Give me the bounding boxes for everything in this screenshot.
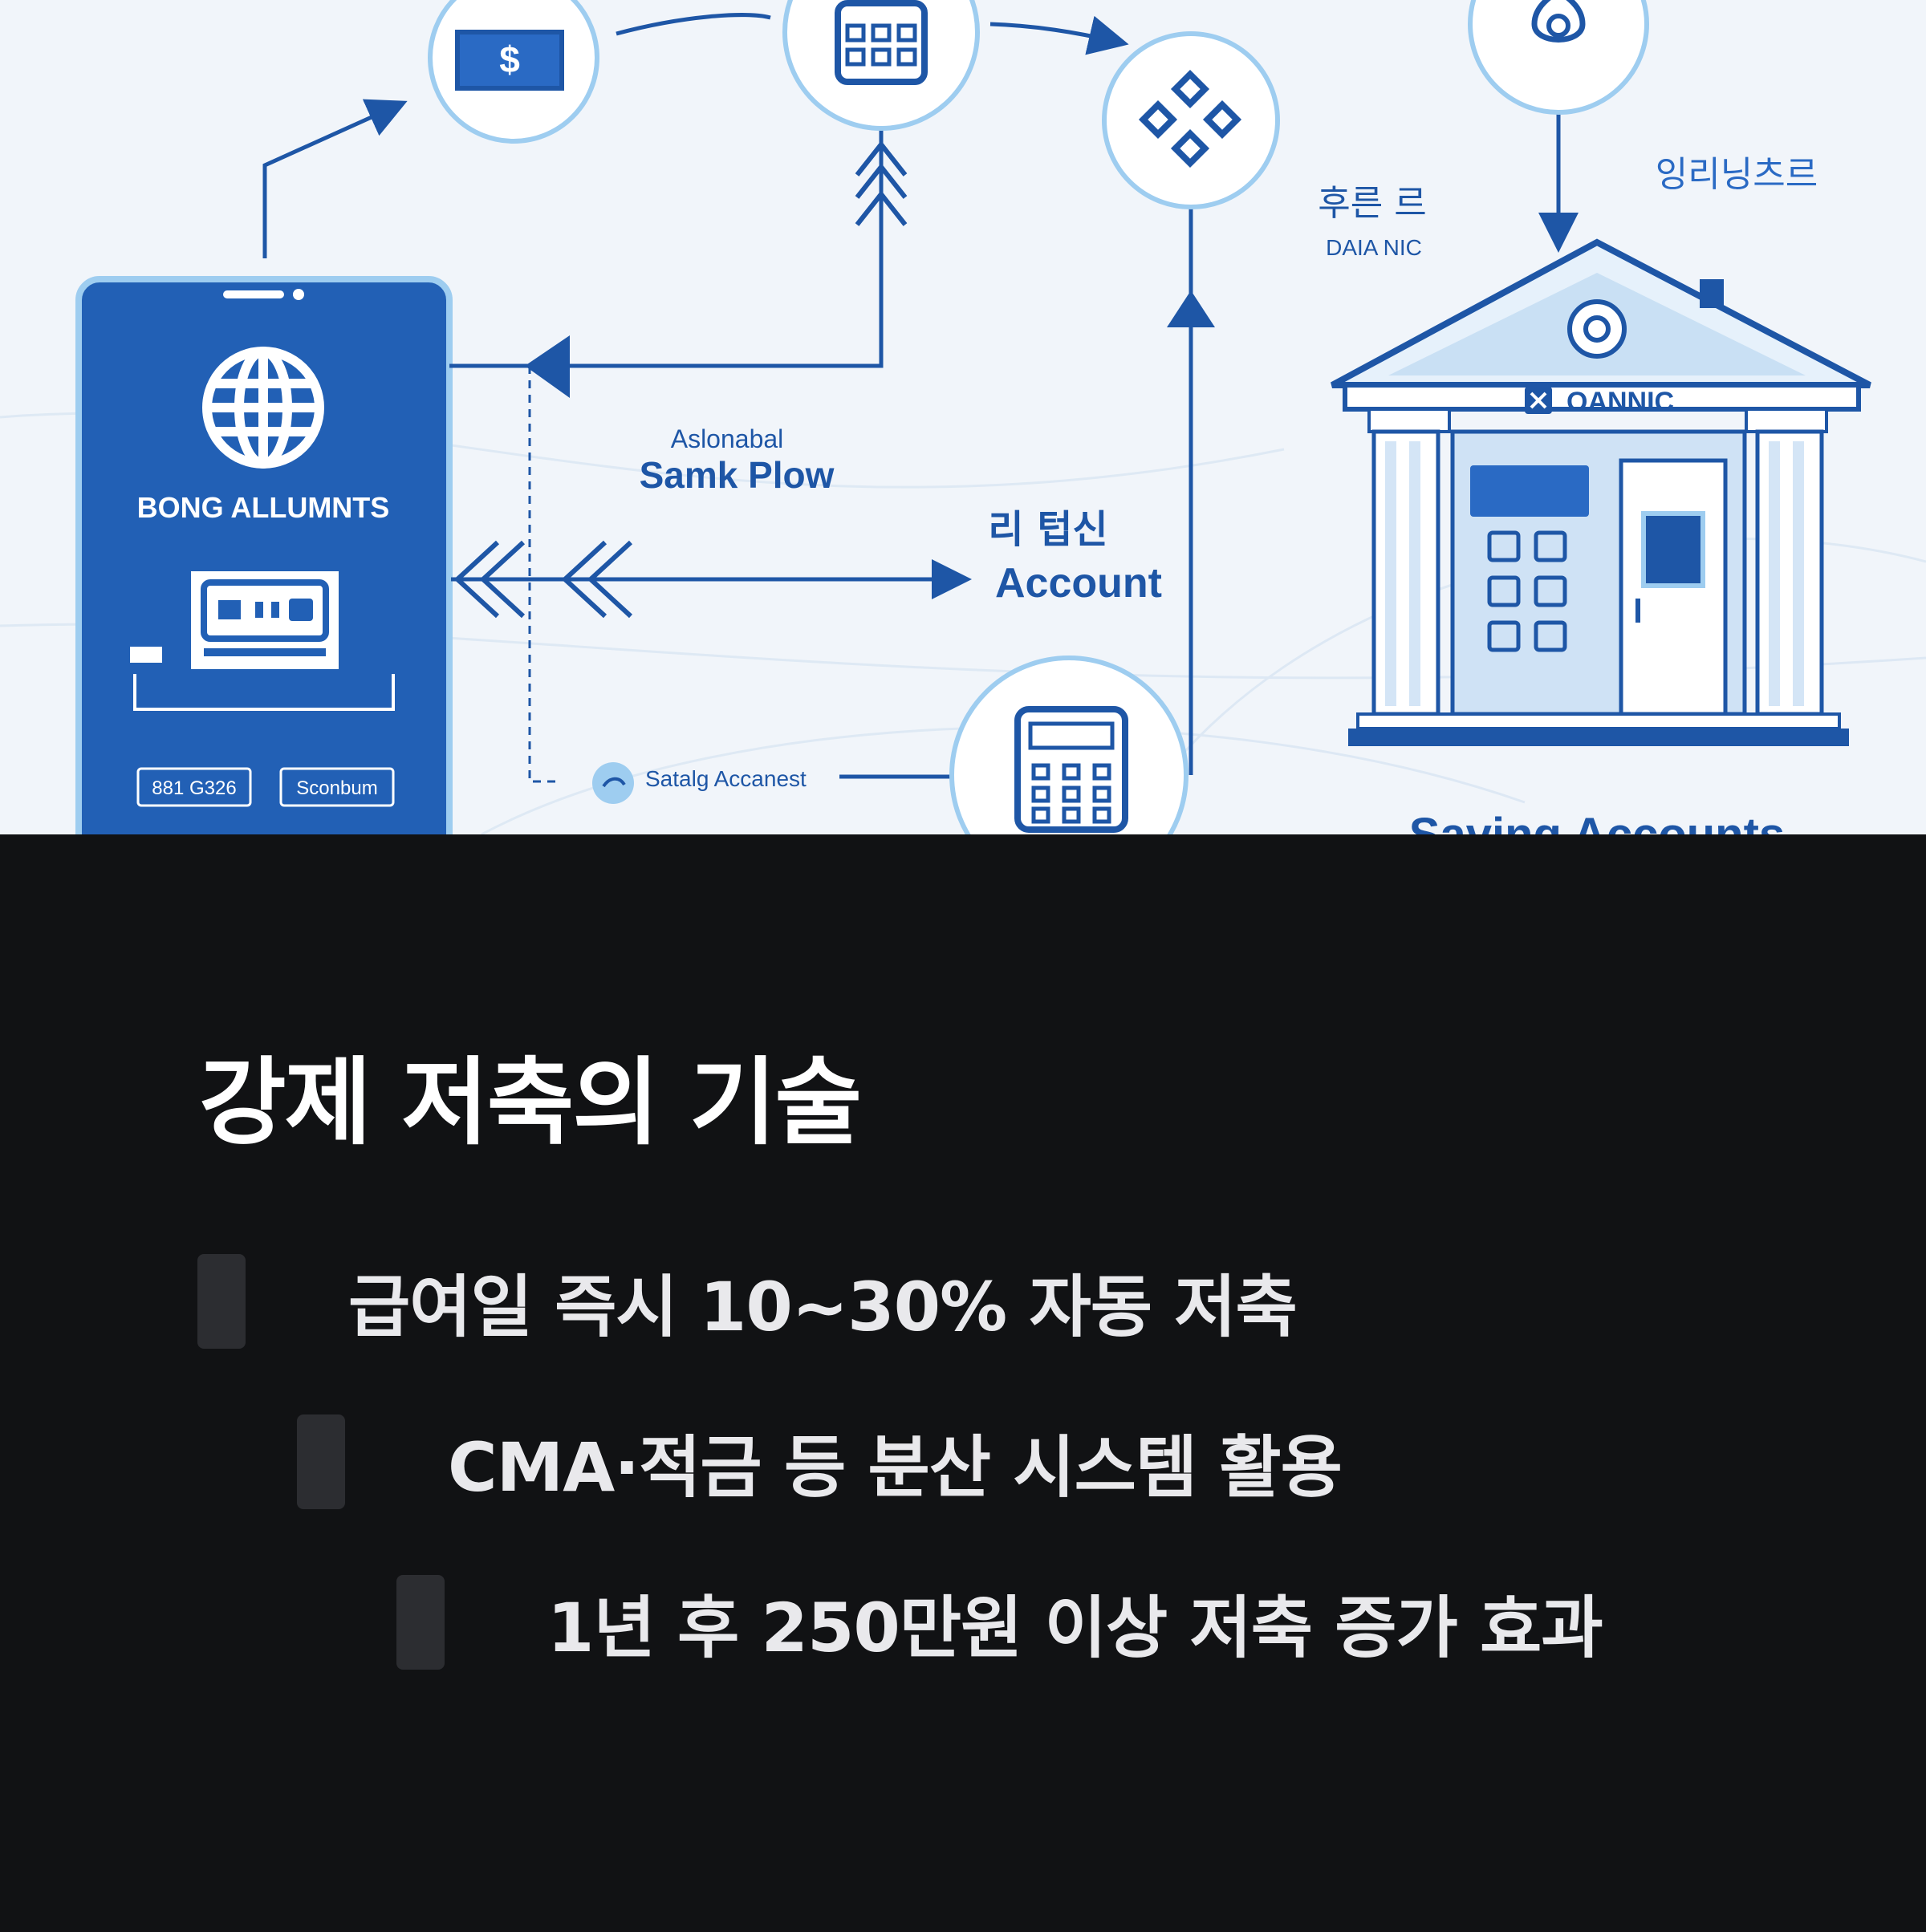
money-node: $ <box>428 0 599 144</box>
slide-title: 강제 저축의 기술 <box>199 1047 862 1158</box>
small-account-label: Satalg Accanest <box>645 766 807 791</box>
saving-accounts-label: Saving Accounts <box>1409 809 1785 834</box>
bank-logo-icon <box>1525 387 1552 414</box>
phone-brand-label: BONG ALLUMNTS <box>137 491 390 524</box>
coin-node <box>1468 0 1649 115</box>
card-icon <box>191 571 339 669</box>
bullet-item: 급여일 즉시 10~30% 자동 저축 <box>197 1253 1298 1350</box>
flow-label-main: Samk Plow <box>640 454 835 496</box>
calculator-node-top <box>782 0 980 131</box>
bullet-marker <box>297 1414 345 1509</box>
bullet-text: 1년 후 250만원 이상 저축 증가 효과 <box>547 1588 1603 1667</box>
network-node <box>1102 31 1280 209</box>
bank-name-label: OANNIC <box>1566 387 1674 417</box>
slide-panel: 강제 저축의 기술 급여일 즉시 10~30% 자동 저축 CMA·적금 등 분… <box>0 834 1926 1932</box>
bullet-marker <box>197 1254 246 1349</box>
phone-button-right-label: Sconbum <box>296 777 377 799</box>
atm-keypad <box>1487 530 1567 652</box>
bank-door <box>1619 458 1728 716</box>
dashed-connector <box>528 366 562 783</box>
finance-flow-illustration: BONG ALLUMNTS 881 G326 Sconbum <box>0 0 1926 834</box>
chevrons <box>453 140 908 619</box>
arrowheads <box>525 290 1215 398</box>
calculator-node-bottom <box>949 656 1189 834</box>
bullet-text: CMA·적금 등 분산 시스템 활용 <box>448 1427 1343 1507</box>
account-label: Account <box>995 560 1162 607</box>
bullet-marker <box>396 1575 445 1670</box>
globe-icon <box>202 347 324 469</box>
bank-label-korean: 후른 르 <box>1318 183 1426 224</box>
bank-top-right-label: 잉리닝츠르 <box>1656 154 1818 195</box>
account-label-korean: 리 텁신 <box>988 507 1107 552</box>
dollar-icon: $ <box>499 39 520 80</box>
phone-button-left-label: 881 G326 <box>152 777 236 799</box>
phone: BONG ALLUMNTS 881 G326 Sconbum <box>75 276 453 834</box>
bullet-item: 1년 후 250만원 이상 저축 증가 효과 <box>396 1574 1603 1670</box>
bullet-item: CMA·적금 등 분산 시스템 활용 <box>297 1414 1343 1510</box>
bank-label-latin: DAIA NIC <box>1326 235 1422 260</box>
bullet-text: 급여일 즉시 10~30% 자동 저축 <box>348 1267 1298 1346</box>
small-account-marker <box>592 762 634 804</box>
flow-label-top: Aslonabal <box>671 424 784 453</box>
bank-building: OANNIC <box>1331 238 1871 746</box>
